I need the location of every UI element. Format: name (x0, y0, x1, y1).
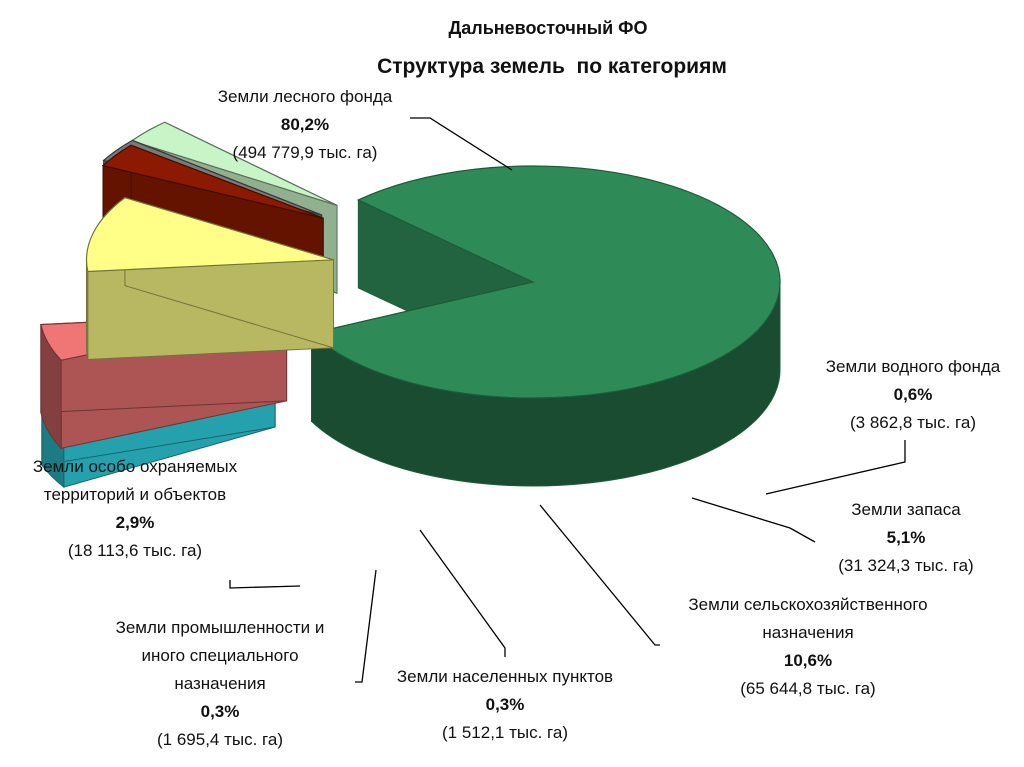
slice-label-name: Земли промышленности и (116, 618, 325, 637)
slice-percent: 0,6% (894, 385, 933, 404)
leader-line (765, 440, 906, 495)
slice-side (86, 259, 89, 360)
slice-area: (31 324,3 тыс. га) (838, 556, 973, 575)
leader-line (229, 580, 301, 589)
slice-percent: 10,6% (784, 651, 832, 670)
slice-area: (18 113,6 тыс. га) (68, 541, 202, 560)
slice-label: Земли лесного фонда 80,2% (494 779,9 тыс. … (218, 87, 393, 162)
leader-line (539, 504, 660, 646)
slice-label-name: Земли сельскохозяйственного (688, 595, 927, 614)
slice-label: Земли особо охраняемых территорий и объек… (33, 457, 238, 560)
slice-percent: 2,9% (116, 513, 155, 532)
slice-area: (1 512,1 тыс. га) (442, 723, 568, 742)
leader-line (691, 497, 816, 543)
slice-top (101, 144, 324, 219)
slice-label: Земли промышленности и иного специального… (116, 618, 325, 749)
chart-subtitle: Структура земель по категориям (377, 55, 727, 78)
leader-line (410, 117, 513, 171)
slice-percent: 80,2% (281, 115, 329, 134)
slice-label-name: Земли водного фонда (826, 357, 1001, 376)
slice-percent: 0,3% (201, 702, 240, 721)
slice-label: Земли населенных пунктов 0,3% (1 512,1 тыс… (397, 667, 613, 742)
slice-label-name: назначения (762, 623, 853, 642)
pie-slice (310, 165, 781, 487)
slice-area: (3 862,8 тыс. га) (850, 413, 976, 432)
pie-slice (85, 196, 335, 360)
slice-label-name: иного специального (141, 646, 298, 665)
slice-top (310, 165, 781, 399)
leader-line (355, 569, 377, 683)
slice-label: Земли сельскохозяйственного назначения 10,… (688, 595, 927, 698)
slice-top (85, 197, 334, 273)
slice-label: Земли запаса 5,1% (31 324,3 тыс. га) (838, 500, 973, 575)
chart-title: Дальневосточный ФО (448, 18, 647, 38)
slice-label-name: Земли особо охраняемых (33, 457, 238, 476)
slice-percent: 5,1% (887, 528, 926, 547)
slice-label-name: Земли населенных пунктов (397, 667, 613, 686)
slice-area: (65 644,8 тыс. га) (740, 679, 875, 698)
slice-percent: 0,3% (486, 695, 525, 714)
slice-area: (494 779,9 тыс. га) (233, 143, 378, 162)
slice-label-name: Земли лесного фонда (218, 87, 393, 106)
slice-area: (1 695,4 тыс. га) (157, 730, 283, 749)
leader-line (419, 529, 506, 657)
slice-label: Земли водного фонда 0,6% (3 862,8 тыс. га) (826, 357, 1001, 432)
slice-label-name: назначения (174, 674, 265, 693)
slice-label-name: Земли запаса (851, 500, 961, 519)
slice-label-name: территорий и объектов (44, 485, 226, 504)
